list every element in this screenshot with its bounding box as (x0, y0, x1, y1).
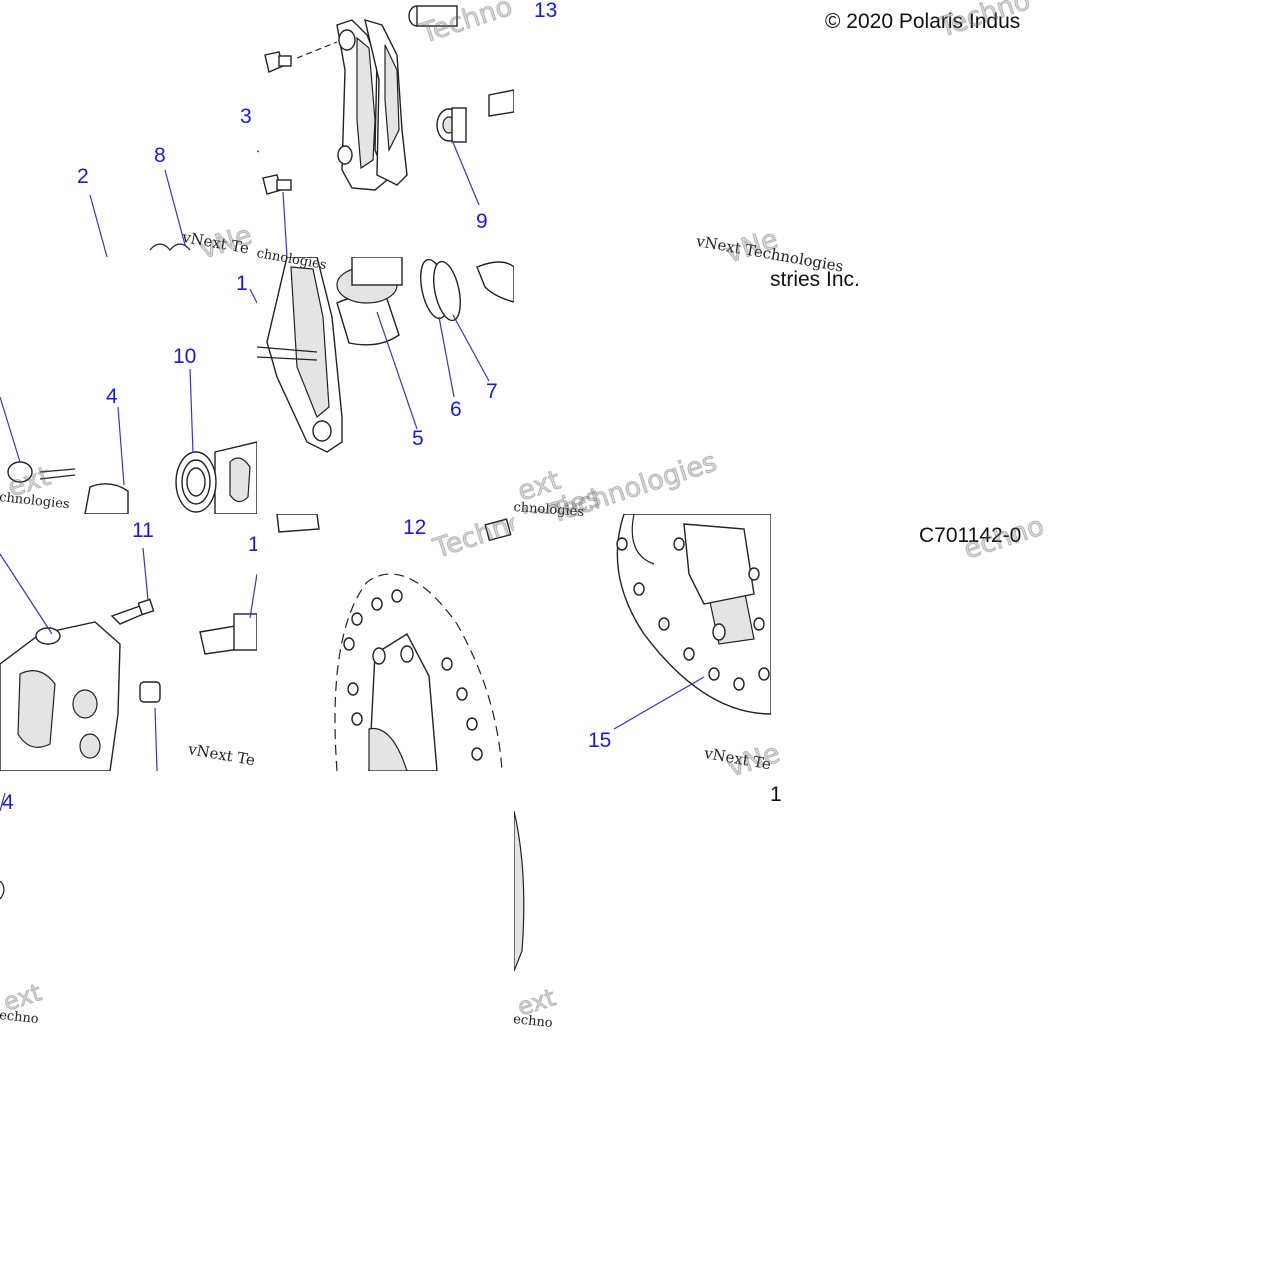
diagram-tile-rotor-edge (514, 771, 554, 1028)
bracket-drawing (257, 257, 514, 453)
diagram-tile-bottom-left (0, 771, 257, 1028)
callout-10[interactable]: 10 (173, 345, 197, 368)
diagram-tile-top-left (0, 0, 257, 257)
copyright-text: © 2020 Polaris Indus (825, 11, 1021, 32)
watermark-text: echno (512, 1012, 554, 1032)
pads-drawing (257, 5, 514, 257)
callout-15[interactable]: 15 (588, 729, 612, 752)
diagram-tile-rotor-15 (514, 514, 771, 771)
diagram-tile-bleeder (0, 514, 257, 771)
rotor-drawing (276, 514, 512, 771)
callout-9[interactable]: 9 (476, 210, 488, 233)
callout-2[interactable]: 2 (77, 165, 89, 188)
watermark-fragment: echno (959, 510, 1048, 566)
callout-7[interactable]: 7 (486, 380, 498, 403)
callout-13[interactable]: 13 (534, 0, 558, 22)
bottom-left-drawing (0, 792, 6, 900)
caliper-drawing (0, 288, 257, 514)
callout-1[interactable]: 1 (236, 272, 248, 295)
callout-11[interactable]: 11 (132, 519, 154, 542)
diagram-tile-pads: Techno (257, 0, 514, 257)
rotor-edge-drawing (514, 810, 525, 972)
callout-5[interactable]: 5 (412, 427, 424, 450)
callout-4[interactable]: 4 (106, 385, 118, 408)
callout-4-lower[interactable]: 4 (2, 791, 14, 814)
diagram-tile-bracket (257, 257, 514, 514)
callout-1-lower[interactable]: 1 (248, 533, 260, 556)
code-fragment: 1 (770, 783, 782, 806)
copyright-fragment-2: stries Inc. (770, 268, 860, 291)
rotor-15-drawing (613, 514, 771, 730)
callout-8[interactable]: 8 (154, 144, 166, 167)
top-left-leaders (89, 169, 191, 257)
callout-12[interactable]: 12 (403, 516, 427, 539)
callout-6[interactable]: 6 (450, 398, 462, 421)
part-code: C701142-0 (919, 525, 1022, 546)
diagram-tile-rotor (257, 514, 514, 771)
callout-3[interactable]: 3 (240, 105, 252, 128)
bleeder-drawing (0, 547, 257, 771)
diagram-tile-caliper (0, 257, 257, 514)
